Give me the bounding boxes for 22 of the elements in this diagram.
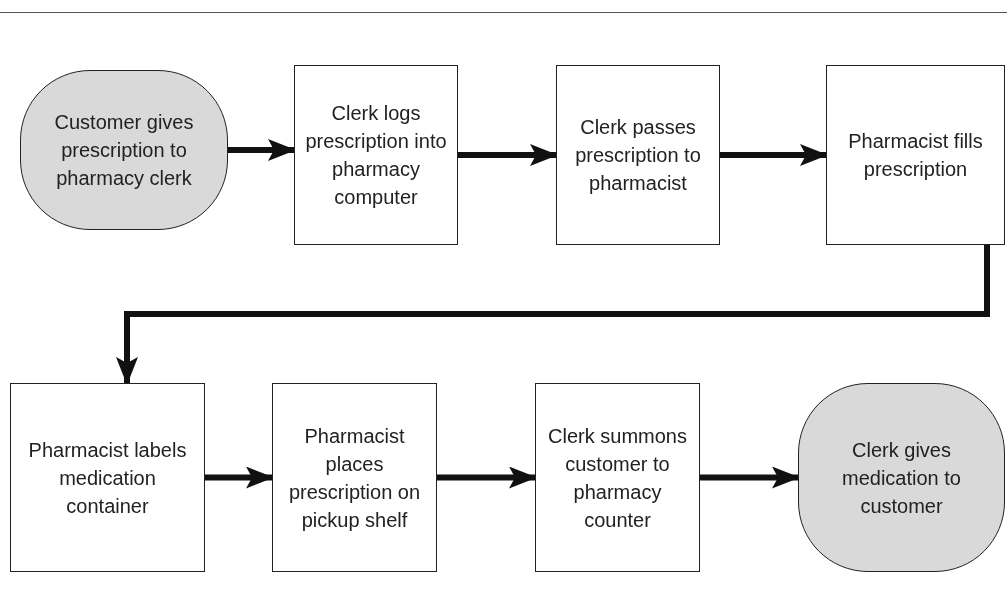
process-box (535, 383, 700, 572)
step-text: Clerk logs prescription into pharmacy computer (304, 101, 448, 210)
step-text: Clerk passes prescription to pharmacist (574, 115, 702, 196)
arrow (437, 466, 537, 489)
terminal-shape (798, 383, 1005, 572)
arrow (205, 466, 274, 489)
process-box (556, 65, 720, 245)
arrow (228, 139, 296, 161)
step-text: Clerk gives medication to customer (841, 437, 962, 519)
step-text: Pharmacist labels medication container (27, 437, 188, 519)
step-text: Pharmacist places prescription on pickup shelf (287, 423, 422, 533)
process-box (826, 65, 1005, 245)
step-text: Clerk summons customer to pharmacy counter (547, 423, 688, 533)
arrow (458, 144, 558, 166)
step-text: Customer gives prescription to pharmacy clerk (53, 110, 195, 191)
arrow (700, 466, 800, 489)
step-text: Pharmacist fills prescription (847, 129, 984, 182)
process-box (10, 383, 205, 572)
process-box (272, 383, 437, 572)
arrow (720, 144, 828, 166)
arrow (116, 245, 990, 385)
process-box (294, 65, 458, 245)
